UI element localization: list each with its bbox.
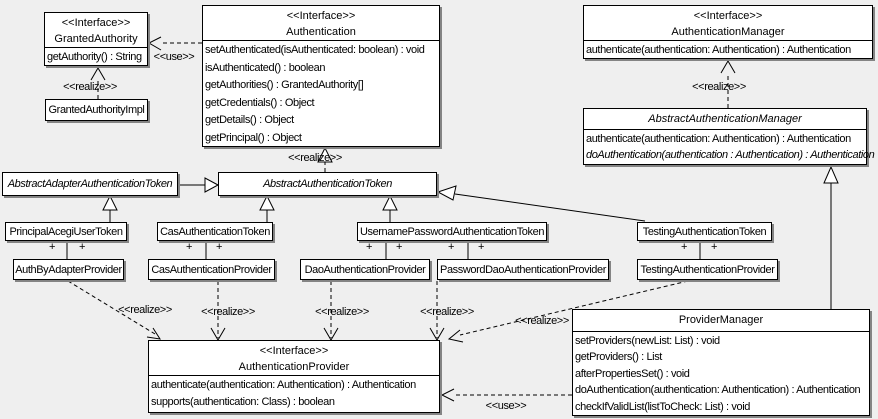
method: getAuthorities() : GrantedAuthority[] bbox=[205, 79, 364, 92]
class-abstract-authentication-manager[interactable]: AbstractAuthenticationManager authentica… bbox=[583, 108, 875, 165]
class-name: GrantedAuthority bbox=[54, 33, 138, 45]
class-name: AbstractAuthenticationToken bbox=[263, 178, 392, 190]
hollow-triangle-arrowhead bbox=[382, 194, 398, 211]
assoc-end-label: + bbox=[365, 241, 373, 253]
method: authenticate(authentication: Authenticat… bbox=[586, 133, 851, 145]
realize-label: <<realize>> bbox=[515, 315, 569, 327]
hollow-triangle-arrowhead bbox=[102, 194, 118, 211]
method: authenticate(authentication: Authenticat… bbox=[586, 44, 851, 56]
realize-label: <<realize>> bbox=[118, 304, 172, 316]
assoc-end-label: + bbox=[48, 241, 56, 253]
assoc-end-label: + bbox=[395, 241, 403, 253]
class-name: Authentication bbox=[286, 26, 356, 38]
realize-label: <<realize>> bbox=[692, 81, 746, 93]
method: afterPropertiesSet() : void bbox=[575, 367, 690, 380]
assoc-end-label: + bbox=[215, 241, 223, 253]
class-name: CasAuthenticationToken bbox=[160, 225, 270, 238]
method: checkIfValidList(listToCheck: List) : vo… bbox=[575, 400, 750, 413]
class-name: DaoAuthenticationProvider bbox=[304, 263, 426, 276]
hollow-triangle-arrowhead bbox=[317, 146, 333, 163]
hollow-triangle-arrowhead bbox=[436, 185, 457, 201]
realize-label: <<realize>> bbox=[288, 152, 342, 164]
class-name: AbstractAuthenticationManager bbox=[648, 113, 802, 125]
class-name: ProviderManager bbox=[678, 314, 764, 326]
use-label: <<use>> bbox=[485, 400, 527, 412]
class-username-password-authentication-token[interactable]: UsernamePasswordAuthenticationToken bbox=[357, 222, 547, 241]
method: authenticate(authentication: Authenticat… bbox=[151, 379, 416, 391]
hollow-triangle-arrowhead bbox=[823, 165, 839, 184]
stereotype: <<Interface>> bbox=[286, 10, 356, 22]
assoc-end-label: + bbox=[78, 241, 86, 253]
class-abstract-authentication-token[interactable]: AbstractAuthenticationToken bbox=[218, 172, 437, 196]
realize-label: <<realize>> bbox=[315, 306, 369, 318]
method: setProviders(newList: List) : void bbox=[575, 335, 720, 347]
class-name: PrincipalAcegiUserToken bbox=[9, 225, 123, 238]
method: getAuthority() : String bbox=[47, 51, 142, 63]
open-arrowhead bbox=[90, 67, 106, 81]
class-name: AuthenticationManager bbox=[671, 26, 785, 38]
open-arrowhead bbox=[147, 36, 162, 51]
class-authentication-manager[interactable]: <<Interface>> AuthenticationManager auth… bbox=[583, 5, 873, 60]
class-testing-authentication-token[interactable]: TestingAuthenticationToken bbox=[637, 222, 772, 241]
realize-label: <<realize>> bbox=[201, 306, 255, 318]
method: getCredentials() : Object bbox=[205, 96, 315, 109]
open-arrowhead bbox=[447, 329, 464, 343]
class-name: TestingAuthenticationToken bbox=[642, 225, 767, 238]
open-arrowhead bbox=[720, 60, 736, 74]
class-cas-authentication-token[interactable]: CasAuthenticationToken bbox=[157, 222, 273, 241]
assoc-end-label: + bbox=[710, 241, 718, 253]
class-password-dao-authentication-provider[interactable]: PasswordDaoAuthenticationProvider bbox=[437, 259, 609, 280]
class-name: CasAuthenticationProvider bbox=[151, 263, 272, 276]
method: doAuthentication(authentication: Authent… bbox=[575, 384, 861, 397]
class-name: AuthByAdapterProvider bbox=[15, 263, 122, 276]
class-provider-manager[interactable]: ProviderManager setProviders(newList: Li… bbox=[572, 309, 870, 417]
method: doAuthentication(authentication : Authen… bbox=[586, 149, 875, 162]
stereotype: <<Interface>> bbox=[259, 345, 329, 357]
stereotype: <<Interface>> bbox=[693, 10, 763, 22]
class-cas-authentication-provider[interactable]: CasAuthenticationProvider bbox=[148, 259, 275, 280]
method: isAuthenticated() : boolean bbox=[205, 61, 326, 74]
realize-label: <<realize>> bbox=[63, 81, 117, 93]
method: setAuthenticated(isAuthenticated: boolea… bbox=[205, 44, 425, 56]
stereotype: <<Interface>> bbox=[61, 17, 131, 29]
class-name: AuthenticationProvider bbox=[238, 361, 350, 373]
method: getDetails() : Object bbox=[205, 114, 294, 127]
gen-edge-testingtoken bbox=[454, 193, 646, 222]
open-arrowhead bbox=[440, 388, 455, 402]
class-name: PasswordDaoAuthenticationProvider bbox=[440, 263, 606, 276]
assoc-end-label: + bbox=[447, 241, 455, 253]
realize-label: <<realize>> bbox=[420, 306, 474, 318]
class-name: TestingAuthenticationProvider bbox=[640, 263, 775, 276]
hollow-triangle-arrowhead bbox=[204, 177, 220, 193]
class-authentication[interactable]: <<Interface>> Authentication setAuthenti… bbox=[202, 5, 440, 147]
assoc-end-label: + bbox=[185, 241, 193, 253]
method: getPrincipal() : Object bbox=[205, 131, 302, 144]
class-authentication-provider[interactable]: <<Interface>> AuthenticationProvider aut… bbox=[148, 340, 440, 413]
class-name: GrantedAuthorityImpl bbox=[48, 104, 145, 116]
class-granted-authority-impl[interactable]: GrantedAuthorityImpl bbox=[45, 99, 148, 121]
class-granted-authority[interactable]: <<Interface>> GrantedAuthority getAuthor… bbox=[44, 12, 148, 67]
class-testing-authentication-provider[interactable]: TestingAuthenticationProvider bbox=[637, 259, 778, 280]
class-principal-acegi-user-token[interactable]: PrincipalAcegiUserToken bbox=[5, 222, 127, 241]
method: getProviders() : List bbox=[575, 351, 662, 364]
class-auth-by-adapter-provider[interactable]: AuthByAdapterProvider bbox=[13, 259, 124, 280]
assoc-end-label: + bbox=[477, 241, 485, 253]
class-name: AbstractAdapterAuthenticationToken bbox=[7, 178, 173, 190]
class-abstract-adapter-authentication-token[interactable]: AbstractAdapterAuthenticationToken bbox=[2, 172, 178, 196]
class-name: UsernamePasswordAuthenticationToken bbox=[359, 225, 545, 238]
open-arrowhead bbox=[146, 327, 162, 340]
hollow-triangle-arrowhead bbox=[259, 194, 275, 211]
method: supports(authentication: Class) : boolea… bbox=[151, 396, 335, 409]
use-label: <<use>> bbox=[153, 51, 195, 63]
class-dao-authentication-provider[interactable]: DaoAuthenticationProvider bbox=[300, 259, 430, 280]
realize-edge-authbyadapterprovider bbox=[67, 280, 156, 335]
assoc-end-label: + bbox=[680, 241, 688, 253]
